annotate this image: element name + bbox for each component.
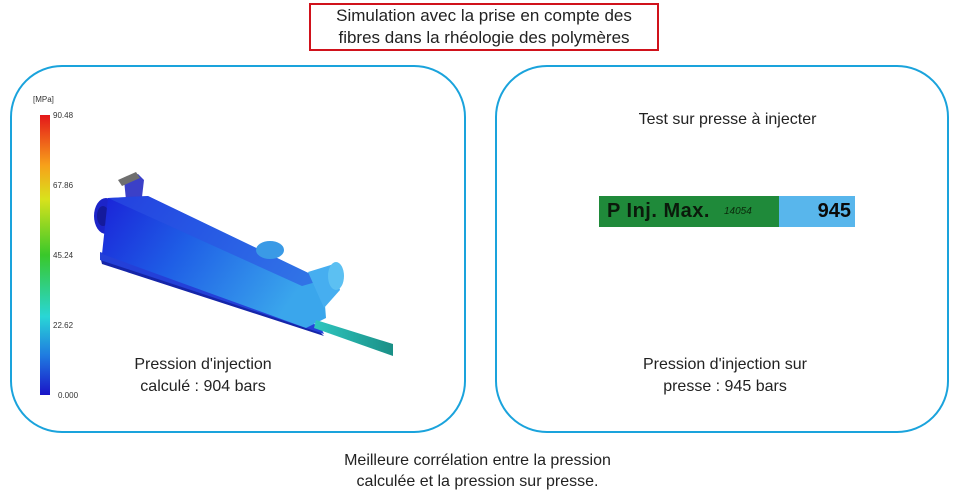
press-display-value-area: 945 [779, 196, 855, 227]
press-display-label-area: P Inj. Max. 14054 [599, 196, 779, 227]
title-box: Simulation avec la prise en compte des f… [309, 3, 659, 51]
simulation-caption: Pression d'injection calculé : 904 bars [95, 354, 311, 398]
press-display-label: P Inj. Max. [607, 200, 710, 222]
test-panel [495, 65, 949, 433]
press-display: P Inj. Max. 14054 945 [599, 196, 855, 227]
scale-tick: 45.24 [53, 251, 74, 260]
press-display-value: 945 [817, 200, 851, 222]
scale-tick: 90.48 [53, 111, 74, 120]
test-caption-line-1: Pression d'injection sur [642, 356, 808, 373]
conclusion: Meilleure corrélation entre la pression … [280, 450, 675, 492]
scale-tick: 67.86 [53, 181, 74, 190]
simulated-part-image [94, 172, 393, 356]
scale-tick: 0.000 [58, 391, 79, 400]
conclusion-line-2: calculée et la pression sur presse. [356, 473, 599, 490]
test-caption-line-2: presse : 945 bars [663, 378, 787, 395]
press-display-code: 14054 [723, 206, 752, 217]
scale-unit: [MPa] [33, 95, 54, 104]
simulation-caption-line-2: calculé : 904 bars [140, 378, 266, 395]
title-line-2: fibres dans la rhéologie des polymères [338, 28, 630, 47]
title-line-1: Simulation avec la prise en compte des [336, 6, 632, 25]
pressure-color-scale [40, 115, 50, 395]
test-title: Test sur presse à injecter [638, 111, 817, 128]
test-caption: Pression d'injection sur presse : 945 ba… [590, 354, 860, 398]
conclusion-line-1: Meilleure corrélation entre la pression [344, 452, 611, 469]
simulation-caption-line-1: Pression d'injection [134, 356, 272, 373]
scale-tick: 22.62 [53, 321, 74, 330]
